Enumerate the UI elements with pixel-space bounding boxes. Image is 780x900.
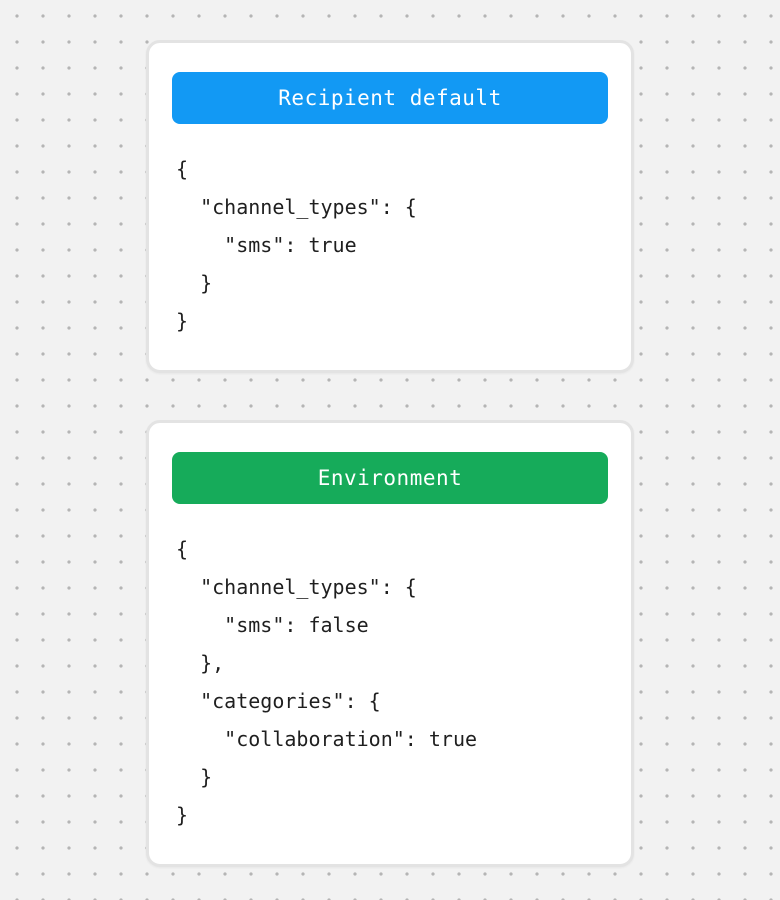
recipient-default-json-code: { "channel_types": { "sms": true } }	[176, 157, 417, 333]
recipient-default-header-badge: Recipient default	[172, 72, 608, 124]
card-environment: Environment { "channel_types": { "sms": …	[146, 420, 634, 867]
card-recipient-default: Recipient default { "channel_types": { "…	[146, 40, 634, 373]
environment-json-code: { "channel_types": { "sms": false }, "ca…	[176, 537, 478, 827]
environment-header-badge: Environment	[172, 452, 608, 504]
